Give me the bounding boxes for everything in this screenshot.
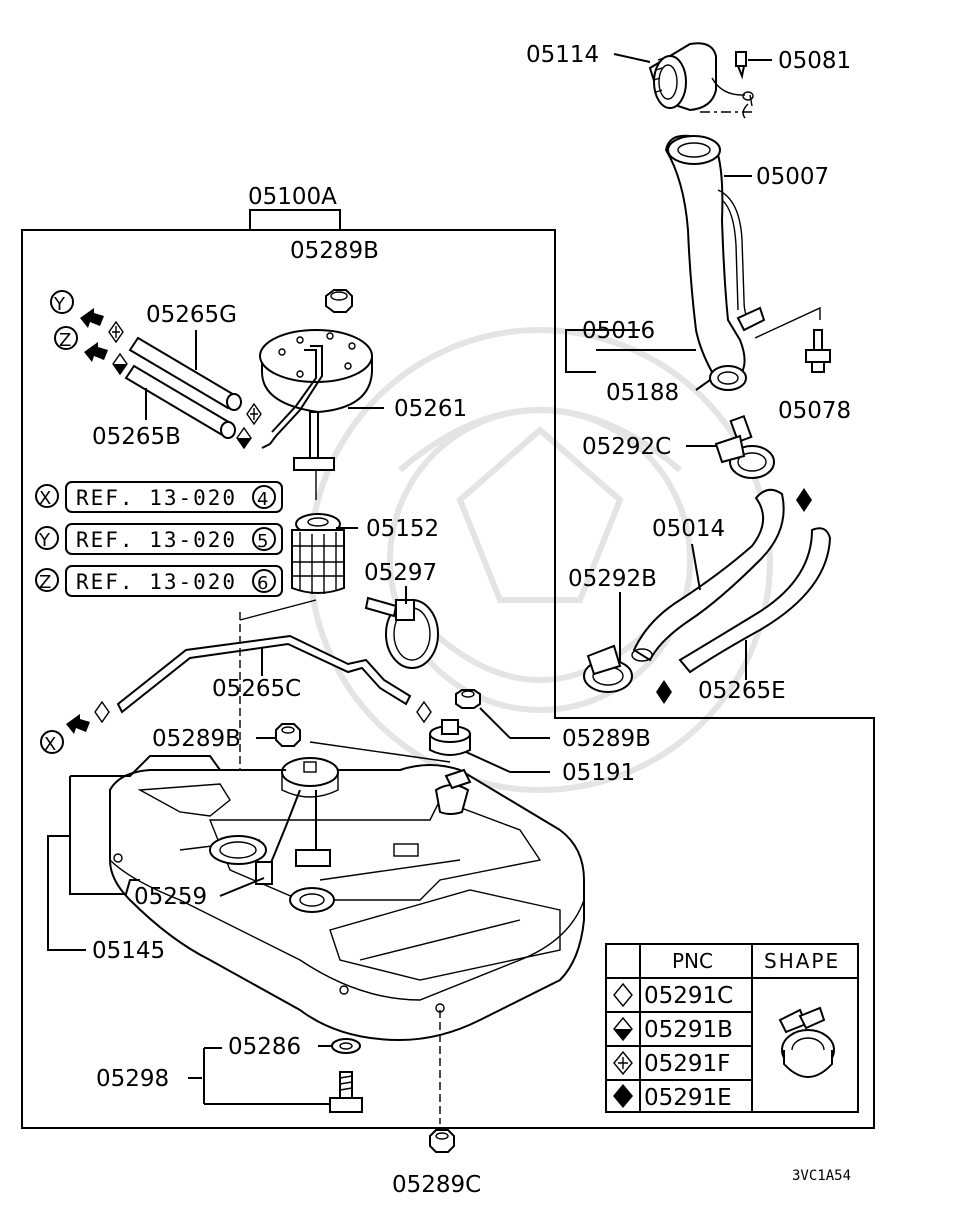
part-label-05007: 05007: [756, 164, 829, 190]
svg-text:Z: Z: [39, 572, 51, 593]
fuel-tank-05145: [109, 764, 585, 1042]
arrow-icon: [84, 342, 108, 362]
cross-diamond-icon: [613, 1050, 633, 1076]
reference-row-X: X REF. 13-020 4: [35, 481, 283, 513]
part-label-05289B-right: 05289B: [562, 726, 651, 752]
nut-05289B-left: [275, 723, 301, 747]
svg-text:Y: Y: [53, 294, 66, 315]
part-label-05078: 05078: [778, 398, 851, 424]
svg-text:REF. 13-020: REF. 13-020: [76, 528, 237, 552]
part-label-05292C: 05292C: [582, 434, 671, 460]
solid-diamond-icon: [656, 680, 672, 704]
cross-diamond-icon: [108, 320, 124, 344]
part-label-05188: 05188: [606, 380, 679, 406]
vapor-pipe-05265C: [116, 634, 412, 714]
hose-clamp-shape-icon: [778, 1006, 835, 1078]
flow-marker-X: X: [40, 730, 64, 755]
solid-diamond-icon: [613, 1084, 633, 1108]
screw-05081: [735, 51, 747, 80]
fuel-filter-05152: [291, 513, 345, 594]
cross-diamond-icon: [246, 402, 262, 426]
legend-table: PNC SHAPE 05291C 05291B 05291F 05291E: [605, 943, 859, 1113]
legend-pnc-05291E: 05291E: [644, 1085, 732, 1111]
open-diamond-icon: [416, 700, 432, 724]
nut-05289B: [325, 289, 353, 313]
arrow-icon: [66, 714, 90, 734]
legend-pnc-05291B: 05291B: [644, 1017, 733, 1043]
part-label-05292B: 05292B: [568, 566, 657, 592]
assembly-frame: [21, 229, 875, 1129]
bolt-05298: [329, 1071, 363, 1113]
part-label-05265C: 05265C: [212, 676, 301, 702]
part-label-05191: 05191: [562, 760, 635, 786]
hose-clamp-05292B: [583, 644, 633, 693]
filler-neck-05007: [664, 134, 766, 391]
part-label-05286: 05286: [228, 1034, 301, 1060]
svg-text:X: X: [44, 734, 56, 755]
open-diamond-icon: [613, 982, 633, 1008]
nut-05289C: [429, 1129, 455, 1153]
washer-05286: [331, 1038, 361, 1054]
vent-hose-05265E: [678, 527, 832, 674]
svg-text:REF. 13-020: REF. 13-020: [76, 486, 237, 510]
solid-diamond-icon: [796, 488, 812, 512]
svg-text:6: 6: [257, 573, 268, 594]
vent-hose-05265B: [124, 364, 236, 439]
part-label-05289B-left: 05289B: [152, 726, 241, 752]
bolt-05078: [805, 329, 831, 373]
part-label-05016: 05016: [582, 318, 655, 344]
cut-off-valve-05191: [429, 719, 471, 756]
hose-band-05297: [364, 596, 439, 669]
svg-text:REF. 13-020: REF. 13-020: [76, 570, 237, 594]
part-label-05014: 05014: [652, 516, 725, 542]
fuel-gauge-unit-05261: [259, 329, 373, 500]
fuel-cap-05114: [648, 42, 753, 119]
hose-clamp-05292C: [714, 414, 775, 479]
part-label-05265E: 05265E: [698, 678, 786, 704]
reference-row-Z: Z REF. 13-020 6: [35, 565, 283, 597]
part-label-05265B: 05265B: [92, 424, 181, 450]
legend-header-shape: SHAPE: [764, 949, 840, 973]
vent-hose-05265G: [128, 336, 242, 411]
flow-marker-Y: Y: [50, 290, 74, 315]
legend-pnc-05291F: 05291F: [644, 1051, 730, 1077]
svg-text:4: 4: [257, 489, 268, 510]
part-label-05289B-top: 05289B: [290, 238, 379, 264]
flow-marker-Z: Z: [54, 326, 78, 351]
part-label-05152: 05152: [366, 516, 439, 542]
legend-pnc-05291C: 05291C: [644, 983, 733, 1009]
open-diamond-icon: [94, 700, 110, 724]
part-label-05114: 05114: [526, 42, 599, 68]
diagram-code: 3VC1A54: [792, 1168, 851, 1184]
legend-header-pnc: PNC: [672, 949, 713, 973]
part-label-05289C: 05289C: [392, 1172, 481, 1198]
part-label-05261: 05261: [394, 396, 467, 422]
part-label-05145: 05145: [92, 938, 165, 964]
filler-hose-05014: [631, 488, 785, 662]
svg-text:X: X: [39, 488, 51, 509]
part-label-05100A: 05100A: [248, 184, 337, 210]
part-label-05297: 05297: [364, 560, 437, 586]
arrow-icon: [80, 308, 104, 328]
reference-row-Y: Y REF. 13-020 5: [35, 523, 283, 555]
nut-05289B-right: [455, 689, 481, 709]
reference-list: X REF. 13-020 4 Y REF. 13-020 5 Z REF. 1…: [35, 481, 283, 597]
svg-text:Y: Y: [38, 530, 51, 551]
svg-text:5: 5: [257, 531, 268, 552]
part-label-05265G: 05265G: [146, 302, 237, 328]
part-label-05081: 05081: [778, 48, 851, 74]
svg-text:Z: Z: [59, 330, 71, 351]
fuel-pump-module-05259: [255, 757, 339, 885]
part-label-05298: 05298: [96, 1066, 169, 1092]
part-label-05259: 05259: [134, 884, 207, 910]
